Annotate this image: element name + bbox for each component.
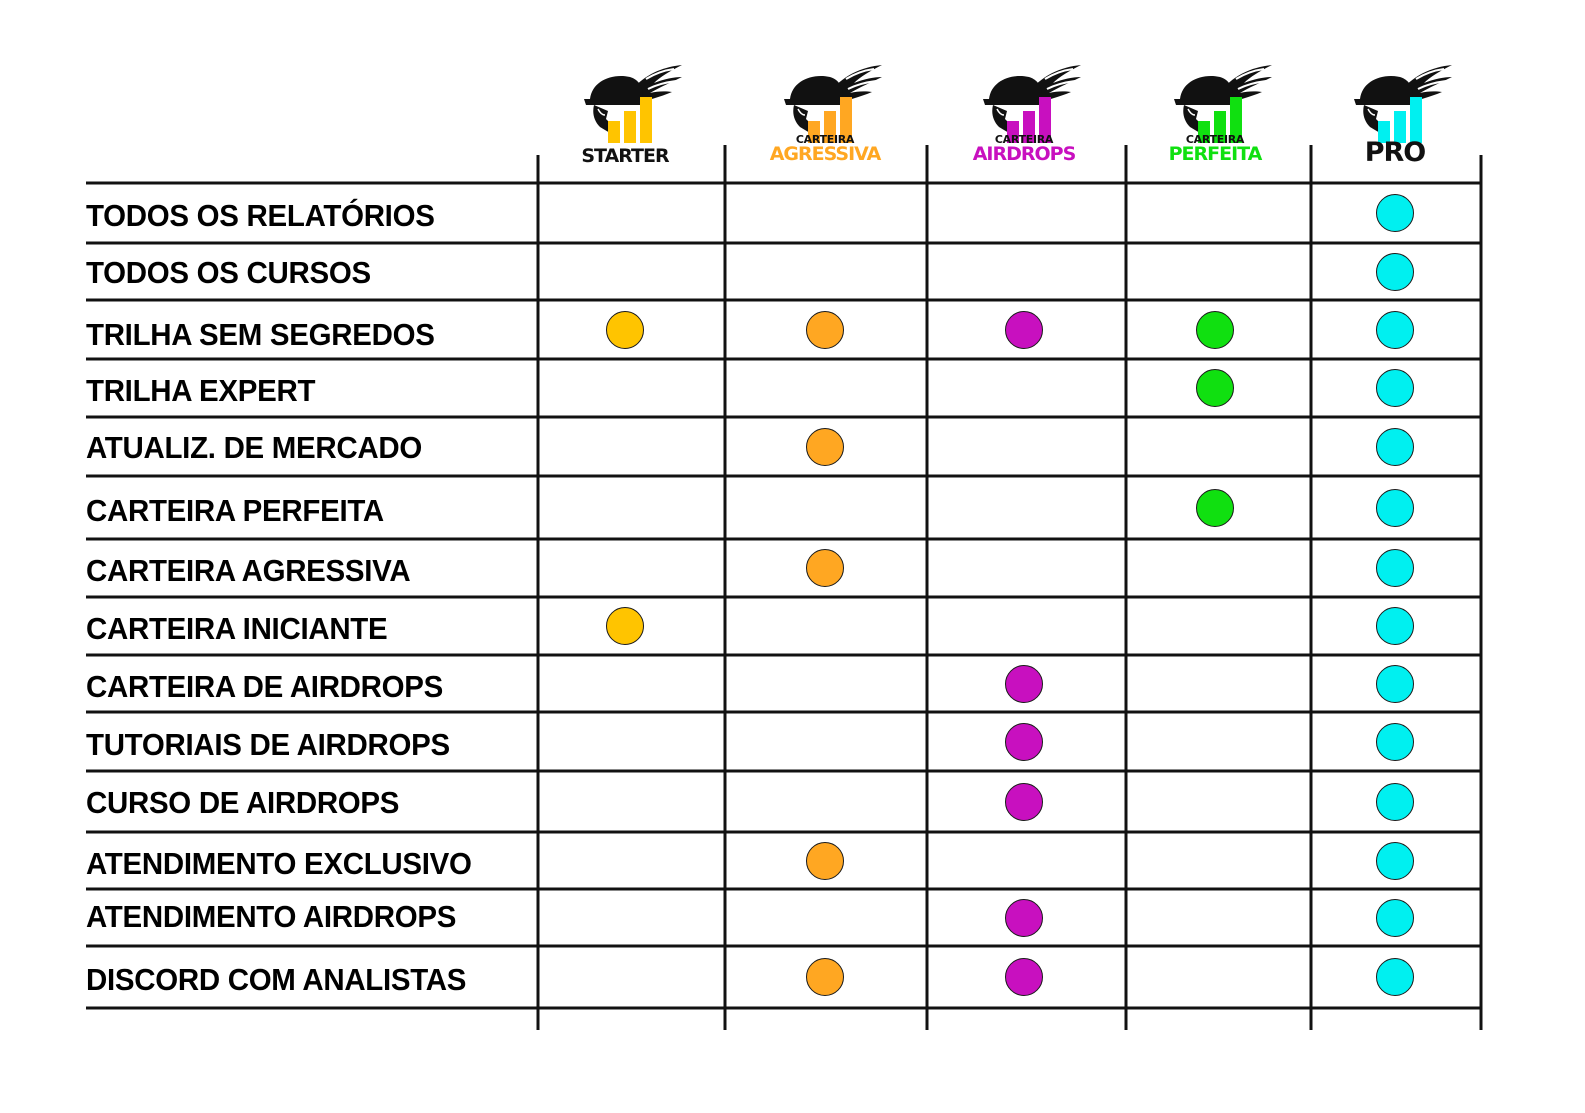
- feature-label: ATENDIMENTO EXCLUSIVO: [86, 845, 472, 881]
- feature-included-dot-airdrops: [1005, 664, 1043, 703]
- feature-included-dot-airdrops: [1005, 310, 1043, 349]
- winged-helmet-icon: [1354, 65, 1452, 143]
- plan-name: AGRESSIVA: [769, 143, 882, 165]
- feature-included-dot-pro: [1376, 958, 1414, 996]
- feature-included-dot-airdrops: [1005, 722, 1043, 761]
- feature-label: TODOS OS RELATÓRIOS: [86, 198, 435, 233]
- plan-logo-starter: STARTER: [550, 55, 700, 167]
- feature-label: ATUALIZ. DE MERCADO: [86, 429, 422, 465]
- feature-label: CARTEIRA PERFEITA: [86, 492, 384, 528]
- feature-included-dot-agressiva: [806, 549, 844, 587]
- winged-helmet-icon: [1174, 65, 1272, 143]
- feature-included-dot-agressiva: [806, 310, 844, 349]
- plan-logo-pro: PRO: [1320, 55, 1470, 168]
- plan-logo-subtitle: CARTEIRA: [795, 133, 855, 146]
- feature-included-dot-airdrops: [1005, 782, 1043, 821]
- feature-included-dot-starter: [606, 607, 644, 645]
- feature-included-dot-pro: [1376, 607, 1414, 645]
- feature-included-dot-perfeita: [1196, 488, 1234, 527]
- feature-label: DISCORD COM ANALISTAS: [86, 962, 467, 997]
- plan-name: PRO: [1364, 137, 1427, 168]
- feature-included-dot-pro: [1376, 252, 1414, 291]
- feature-label: TRILHA SEM SEGREDOS: [86, 316, 435, 352]
- feature-included-dot-pro: [1376, 369, 1414, 407]
- plan-name: PERFEITA: [1168, 143, 1263, 165]
- winged-helmet-icon: [983, 65, 1081, 143]
- feature-included-dot-agressiva: [806, 427, 844, 466]
- feature-label: CURSO DE AIRDROPS: [86, 784, 400, 820]
- feature-included-dot-pro: [1376, 194, 1414, 232]
- feature-included-dot-pro: [1376, 488, 1414, 527]
- feature-label: TODOS OS CURSOS: [86, 254, 371, 290]
- feature-included-dot-pro: [1376, 722, 1414, 761]
- plan-logo-subtitle: CARTEIRA: [994, 133, 1054, 146]
- feature-label: TRILHA EXPERT: [86, 373, 316, 408]
- feature-included-dot-pro: [1376, 310, 1414, 349]
- feature-included-dot-agressiva: [806, 958, 844, 996]
- feature-included-dot-airdrops: [1005, 898, 1043, 937]
- feature-label: ATENDIMENTO AIRDROPS: [86, 898, 457, 934]
- feature-included-dot-starter: [606, 310, 644, 349]
- feature-included-dot-airdrops: [1005, 958, 1043, 996]
- plan-name: STARTER: [581, 145, 669, 167]
- feature-label: CARTEIRA AGRESSIVA: [86, 553, 411, 588]
- feature-label: CARTEIRA DE AIRDROPS: [86, 668, 443, 704]
- feature-included-dot-pro: [1376, 841, 1414, 880]
- feature-included-dot-pro: [1376, 782, 1414, 821]
- plan-name: AIRDROPS: [972, 143, 1077, 165]
- feature-included-dot-pro: [1376, 898, 1414, 937]
- feature-label: TUTORIAIS DE AIRDROPS: [86, 726, 450, 762]
- feature-included-dot-perfeita: [1196, 369, 1234, 407]
- feature-included-dot-perfeita: [1196, 310, 1234, 349]
- feature-included-dot-pro: [1376, 664, 1414, 703]
- winged-helmet-icon: [784, 65, 882, 143]
- feature-included-dot-pro: [1376, 427, 1414, 466]
- winged-helmet-icon: [584, 65, 682, 143]
- feature-included-dot-agressiva: [806, 841, 844, 880]
- plan-logo-subtitle: CARTEIRA: [1185, 133, 1245, 146]
- feature-included-dot-pro: [1376, 549, 1414, 587]
- feature-label: CARTEIRA INICIANTE: [86, 611, 388, 646]
